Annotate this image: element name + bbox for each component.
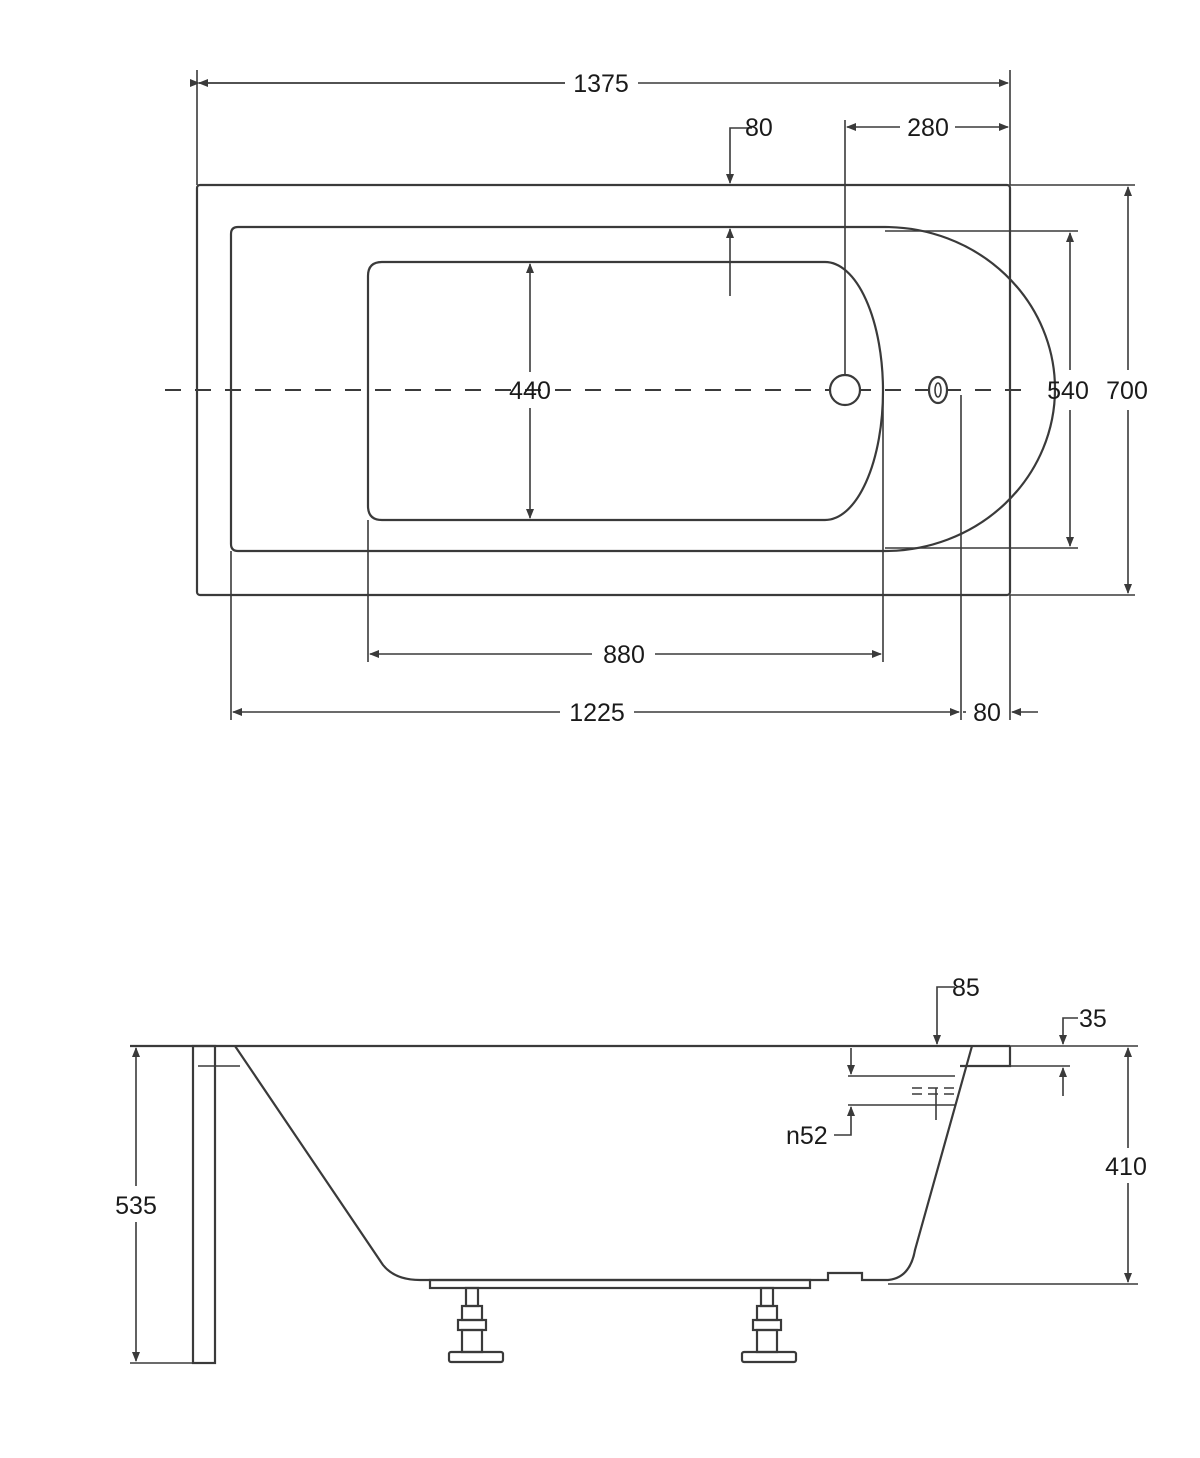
leg-right-icon [740, 1286, 798, 1364]
dim-rim-depth: 85 [952, 974, 980, 1002]
side-view: 85 35 n52 410 535 [115, 974, 1147, 1365]
dim-overflow-diameter: n52 [786, 1122, 828, 1150]
dim-bath-width: 540 [1047, 377, 1089, 405]
dim-bottom-length: 880 [603, 641, 645, 669]
overflow-icon [927, 375, 949, 405]
dim-overall-length: 1375 [573, 70, 629, 98]
basin-floor-outline [366, 260, 885, 522]
dim-drain-offset: 280 [907, 114, 949, 142]
base-frame [428, 1278, 812, 1290]
top-view: 1375 80 280 440 540 700 880 [165, 70, 1148, 727]
dim-rim-width: 80 [745, 114, 773, 142]
dim-inner-width: 440 [509, 377, 551, 405]
dim-depth: 410 [1105, 1153, 1147, 1181]
dim-interior-length: 1225 [569, 699, 625, 727]
drain-icon [828, 373, 862, 407]
overflow-detail [848, 1075, 955, 1120]
dim-end-rim: 80 [973, 699, 1001, 727]
dim-total-height: 535 [115, 1192, 157, 1220]
leg-left-icon [447, 1286, 505, 1364]
tub-body-outline [234, 1045, 974, 1282]
front-panel [191, 1044, 217, 1365]
dim-rim-thickness: 35 [1079, 1005, 1107, 1033]
inner-rim-outline [229, 225, 1057, 553]
dim-overall-width: 700 [1106, 377, 1148, 405]
